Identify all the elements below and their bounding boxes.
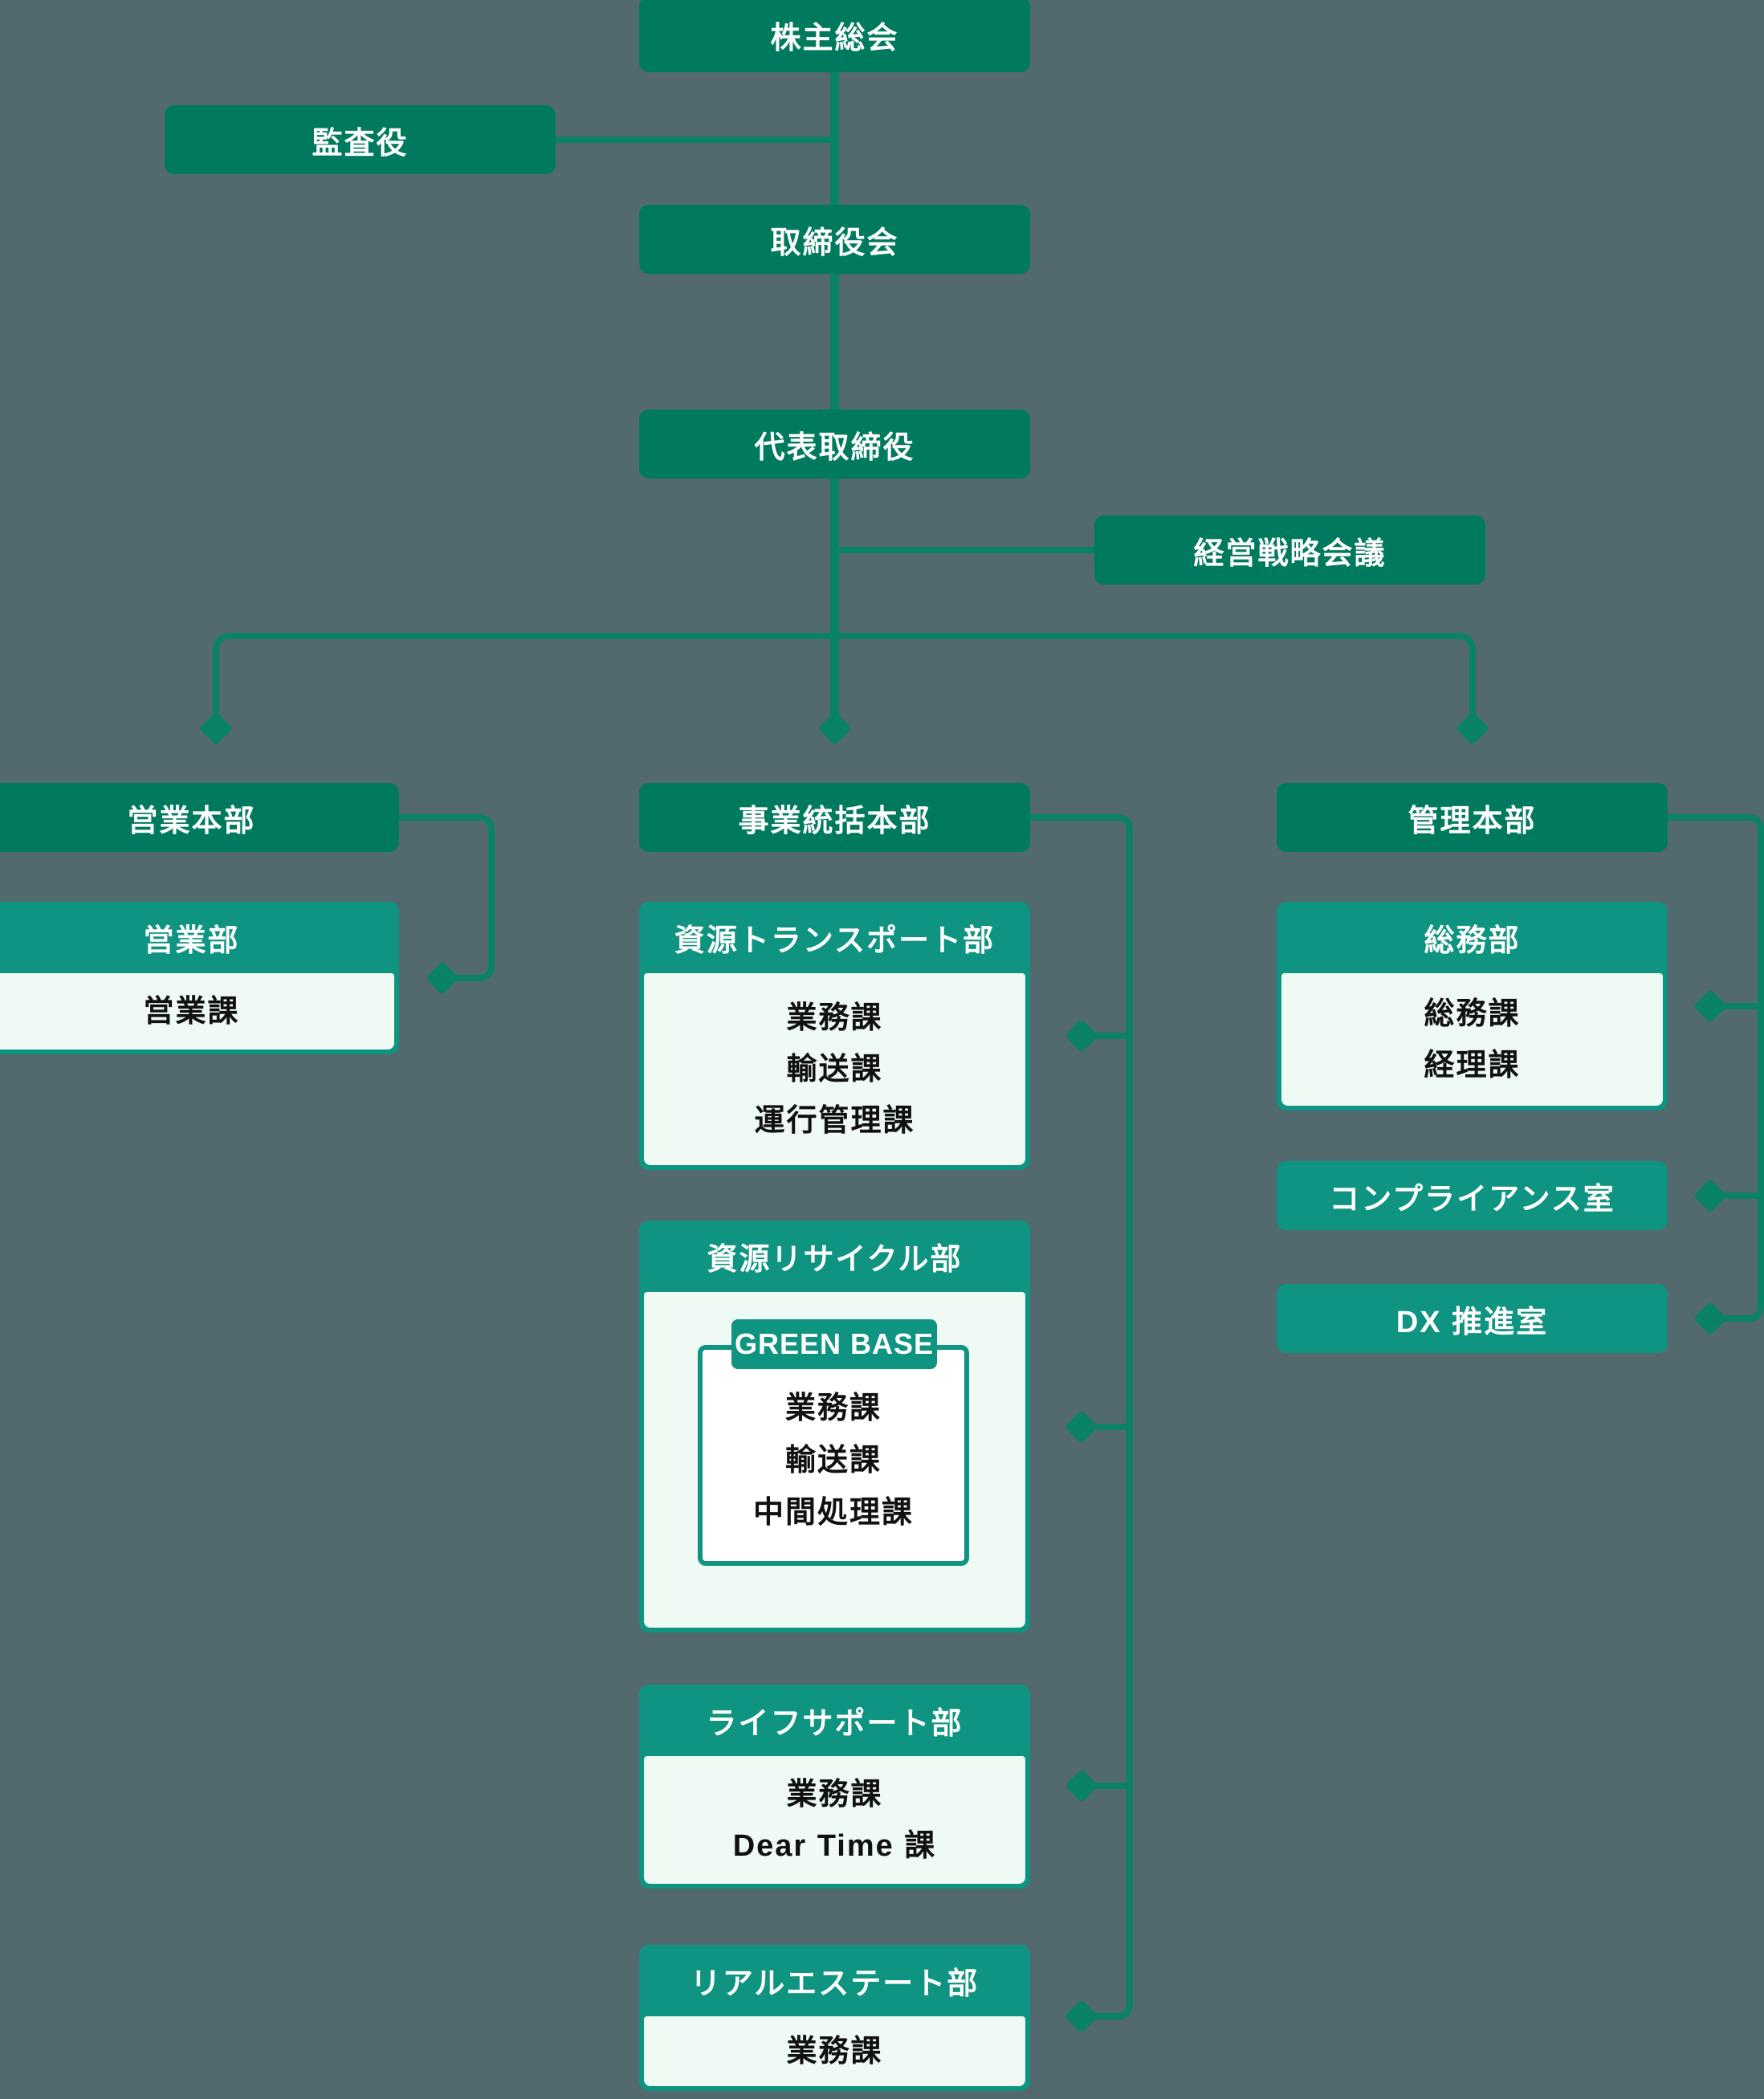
diamond-arrow-icon	[1693, 988, 1728, 1024]
diamond-arrow-icon	[1693, 1178, 1728, 1213]
node-admin-headquarters: 管理本部	[1277, 783, 1668, 852]
diamond-arrow-icon	[1064, 1018, 1099, 1054]
node-compliance-office: コンプライアンス室	[1277, 1161, 1668, 1230]
green-base-box: 業務課 輸送課 中間処理課	[698, 1345, 969, 1566]
node-board-of-directors: 取締役会	[639, 205, 1030, 274]
strategy-connector	[835, 547, 1094, 553]
card-general-affairs-dept: 総務部 総務課 経理課	[1277, 902, 1668, 1111]
general-affairs-stub	[1714, 1003, 1758, 1009]
card-title: 資源リサイクル部	[707, 1243, 963, 1277]
branch-split-line	[213, 633, 1476, 717]
sales-connector-top	[399, 814, 495, 907]
card-panel: 業務課 Dear Time 課	[644, 1756, 1025, 1884]
sales-connector-bottom	[438, 907, 495, 981]
business-spine-bottom	[1086, 1947, 1133, 2020]
section-item: 中間処理課	[752, 1496, 914, 1530]
green-base-label: GREEN BASE	[731, 1319, 937, 1369]
compliance-stub	[1714, 1192, 1758, 1199]
section-item: 業務課	[784, 1392, 882, 1425]
card-real-estate-dept: リアルエステート部 業務課	[639, 1945, 1030, 2091]
node-shareholders-meeting: 株主総会	[639, 0, 1030, 72]
card-panel: 総務課 経理課	[1281, 973, 1663, 1106]
node-sales-headquarters: 営業本部	[0, 783, 399, 852]
node-representative-director: 代表取締役	[639, 410, 1030, 479]
section-item: 経理課	[1424, 1048, 1521, 1082]
business-spine-top	[1030, 814, 1133, 907]
card-title: 資源トランスポート部	[674, 924, 996, 958]
card-panel: 営業課	[0, 973, 394, 1050]
card-life-support-dept: ライフサポート部 業務課 Dear Time 課	[639, 1685, 1030, 1889]
node-dx-promotion-office: DX 推進室	[1277, 1284, 1668, 1353]
card-sales-dept: 営業部 営業課	[0, 902, 399, 1054]
card-title: ライフサポート部	[706, 1707, 963, 1741]
section-item: 運行管理課	[754, 1103, 915, 1138]
card-resource-transport-dept: 資源トランスポート部 業務課 輸送課 運行管理課	[639, 902, 1030, 1170]
card-title: 総務部	[1424, 924, 1521, 958]
section-item: 業務課	[786, 1001, 883, 1035]
section-item: 輸送課	[784, 1444, 882, 1477]
admin-spine-top	[1668, 814, 1764, 907]
business-spine	[1126, 903, 1133, 1947]
recycling-stub	[1086, 1424, 1126, 1430]
card-title: 営業部	[143, 924, 240, 958]
node-auditor: 監査役	[165, 105, 556, 174]
section-item: 輸送課	[786, 1052, 883, 1086]
card-panel: 業務課	[644, 2016, 1025, 2086]
trunk-line	[830, 72, 839, 717]
section-item: 業務課	[786, 1777, 883, 1812]
diamond-arrow-icon	[1064, 1409, 1099, 1445]
card-panel: 業務課 輸送課 運行管理課	[644, 973, 1025, 1165]
diamond-arrow-icon	[1064, 1768, 1099, 1804]
admin-spine-bottom	[1714, 1249, 1764, 1322]
card-title: リアルエステート部	[690, 1967, 980, 2001]
life-support-stub	[1086, 1783, 1126, 1789]
section-item: Dear Time 課	[732, 1828, 937, 1863]
node-strategy-meeting: 経営戦略会議	[1094, 516, 1485, 585]
section-item: 業務課	[786, 2034, 883, 2068]
admin-spine	[1758, 903, 1764, 1249]
section-item: 総務課	[1424, 997, 1521, 1031]
transport-stub	[1086, 1033, 1126, 1039]
section-item: 営業課	[143, 994, 240, 1029]
node-business-headquarters: 事業統括本部	[639, 783, 1030, 852]
auditor-connector	[556, 137, 835, 143]
